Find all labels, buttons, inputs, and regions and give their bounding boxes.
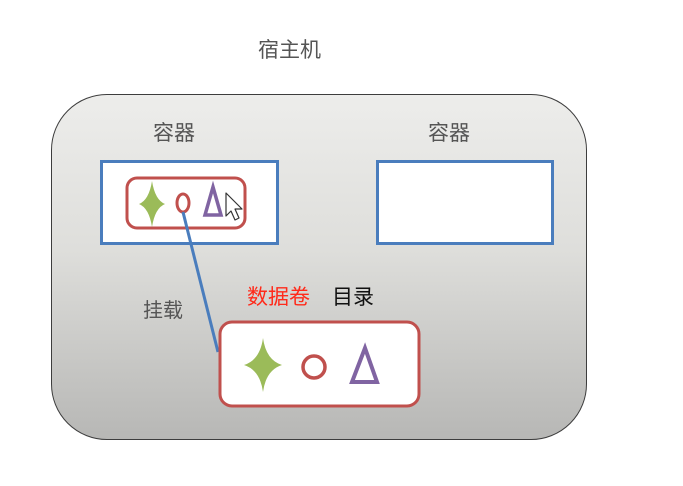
mount-label: 挂载 [143, 298, 183, 322]
mount-link-line [181, 211, 220, 353]
triangle-icon [202, 180, 224, 217]
star-icon [139, 181, 165, 227]
circle-icon [175, 192, 191, 214]
circle-icon [301, 354, 327, 380]
container-label-right: 容器 [428, 121, 470, 145]
star-icon [244, 338, 282, 392]
volume-label: 数据卷 [247, 285, 310, 309]
triangle-icon [349, 342, 380, 384]
container-label-left: 容器 [153, 121, 195, 145]
cursor-icon [225, 192, 243, 221]
container-box-right [376, 160, 554, 245]
directory-label: 目录 [332, 285, 374, 309]
host-title: 宿主机 [258, 38, 321, 62]
